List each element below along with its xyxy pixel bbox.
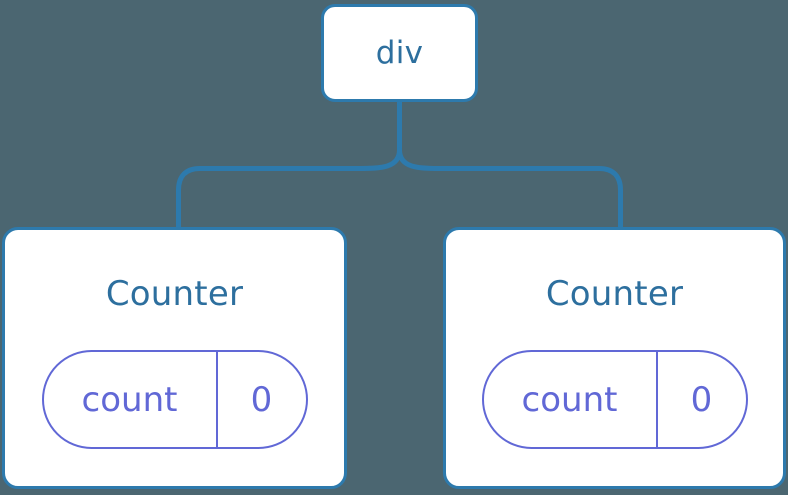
counter-right-state-key-label: count: [521, 379, 618, 420]
node-div[interactable]: div: [321, 4, 478, 102]
counter-right-title: Counter: [545, 274, 684, 314]
counter-right-state-key: count: [484, 352, 658, 447]
node-counter-left[interactable]: Counter count 0: [2, 227, 347, 489]
node-counter-right[interactable]: Counter count 0: [443, 227, 786, 489]
counter-left-state-value-label: 0: [250, 379, 273, 420]
counter-right-state-value-label: 0: [690, 379, 713, 420]
counter-left-title: Counter: [105, 274, 244, 314]
connector-branch-left: [176, 147, 402, 233]
counter-left-state-key-label: count: [81, 379, 178, 420]
counter-left-state-pill[interactable]: count 0: [41, 350, 308, 449]
counter-right-state-pill[interactable]: count 0: [481, 350, 748, 449]
counter-left-state-key: count: [44, 352, 218, 447]
counter-left-state-value: 0: [218, 352, 306, 447]
connector-branch-right: [397, 147, 623, 233]
counter-right-state-value: 0: [658, 352, 746, 447]
node-div-label: div: [375, 34, 424, 71]
